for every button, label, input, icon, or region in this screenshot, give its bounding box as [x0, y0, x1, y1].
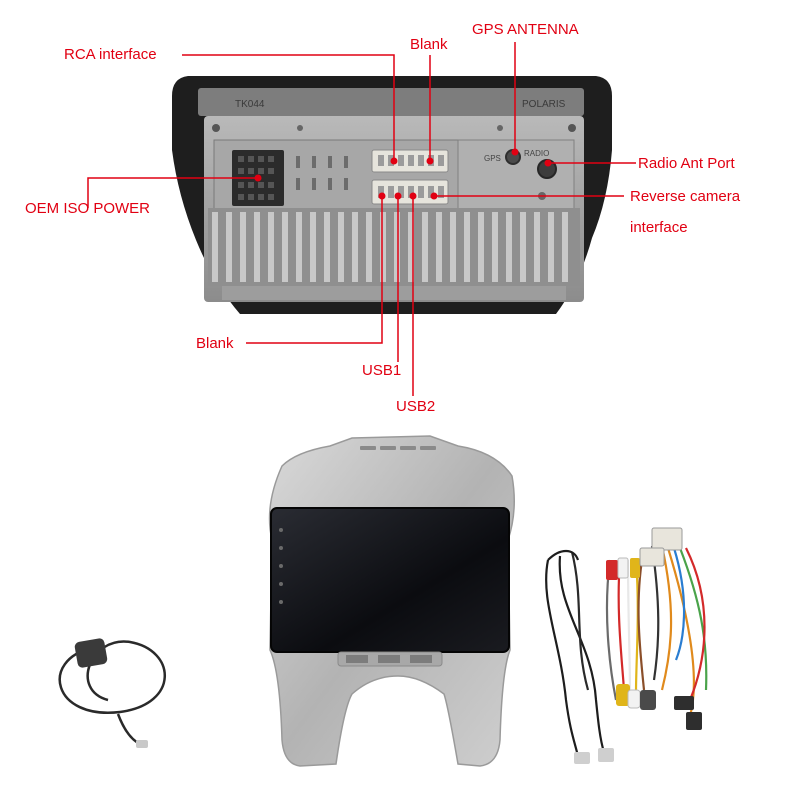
label-usb1: USB1	[362, 362, 402, 379]
gps-puck	[74, 638, 108, 668]
screen-side-buttons	[279, 528, 283, 604]
button-slot	[346, 655, 368, 663]
callout-rca	[182, 54, 395, 160]
screw	[212, 124, 220, 132]
stamp-right: POLARIS	[522, 99, 566, 110]
top-plate	[198, 88, 584, 116]
top-vents	[360, 446, 436, 450]
callout-blank-bottom	[246, 196, 383, 344]
label-gps-antenna: GPS ANTENNA	[472, 21, 579, 38]
touch-screen	[270, 507, 510, 653]
label-oem-iso-power: OEM ISO POWER	[25, 200, 151, 217]
label-usb2: USB2	[396, 398, 436, 415]
head-unit-front	[268, 435, 515, 767]
label-reverse-camera-interface: interface	[630, 219, 688, 236]
callout-markers	[254, 148, 552, 200]
screw	[497, 125, 503, 131]
stamp-left: TK044	[235, 99, 265, 110]
button-slot	[410, 655, 432, 663]
gps-port-stamp: GPS	[484, 154, 501, 163]
harness-connectors	[574, 527, 702, 764]
screw	[568, 124, 576, 132]
label-blank-top: Blank	[410, 36, 448, 53]
button-slot	[378, 655, 400, 663]
screw	[297, 125, 303, 131]
label-blank-bottom: Blank	[196, 335, 234, 352]
label-reverse-camera: Reverse camera	[630, 188, 741, 205]
side-slots	[296, 156, 348, 190]
gps-antenna-accessory	[58, 638, 166, 748]
callout-lines	[87, 42, 636, 396]
label-rca-interface: RCA interface	[64, 46, 157, 63]
label-radio-ant-port: Radio Ant Port	[638, 155, 735, 172]
gps-cable	[58, 640, 166, 714]
iso-pins	[238, 156, 274, 200]
bottom-plate	[222, 286, 566, 300]
gps-cable	[116, 713, 141, 746]
heatsink-fins	[212, 212, 568, 282]
callout-oem	[87, 177, 258, 208]
gps-plug	[136, 740, 148, 748]
radio-port-stamp: RADIO	[524, 149, 549, 158]
usb-camera-connector-pins	[378, 186, 444, 198]
head-unit-rear: TK044 POLARIS	[172, 76, 612, 314]
